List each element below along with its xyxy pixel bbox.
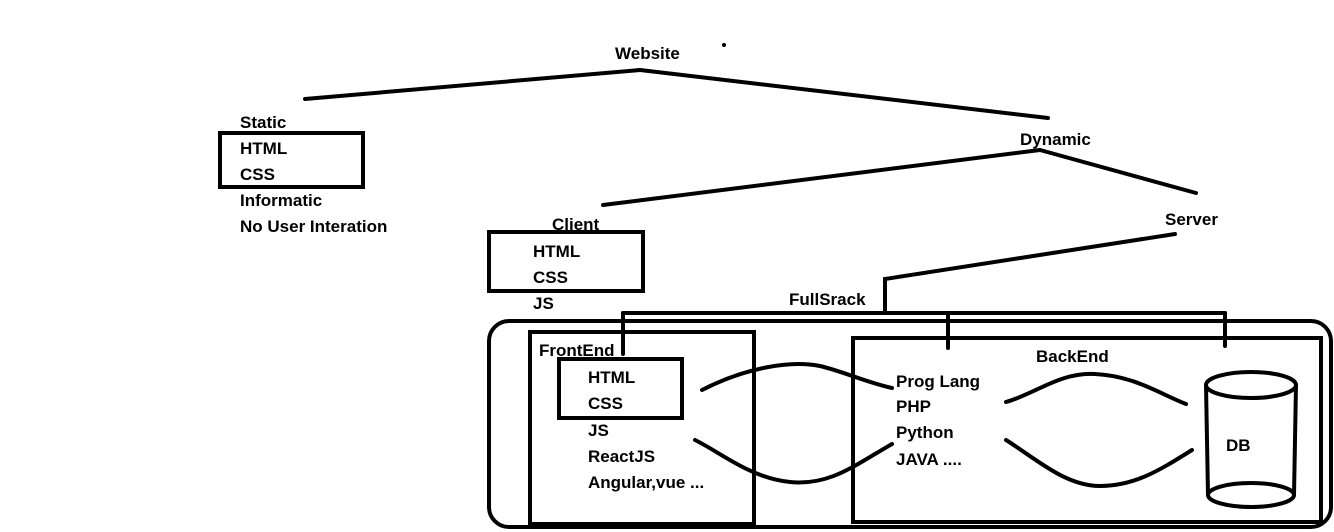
client-label: Client [552,215,600,234]
backend-php: PHP [896,397,931,416]
backend-java: JAVA .... [896,450,962,469]
static-css: CSS [240,165,275,184]
db-label: DB [1226,436,1251,455]
static-label: Static [240,113,287,132]
static-html: HTML [240,139,288,158]
client-html: HTML [533,242,581,261]
connector-frontend-backend-bottom [693,438,894,485]
client-box [487,230,645,293]
edge-website-static [303,68,642,101]
db-cylinder-top [1204,370,1298,400]
frontend-reactjs: ReactJS [588,447,656,466]
backend-prog-lang: Prog Lang [896,372,981,391]
frontend-angular-vue: Angular,vue ... [588,473,705,492]
static-note-no-user-interaction: No User Interation [240,217,388,236]
dynamic-label: Dynamic [1020,130,1091,149]
static-box [218,131,365,189]
backend-python: Python [896,423,954,442]
backend-label: BackEnd [1036,347,1109,366]
frontend-box [528,330,756,526]
connector-frontend-backend-top [700,362,894,392]
connector-backend-db-top [1004,371,1188,406]
fullstack-container [487,319,1333,529]
website-label: Website [615,44,680,63]
frontend-inner-box [557,357,684,420]
frontend-html: HTML [588,368,636,387]
edge-website-dynamic [638,68,1050,120]
db-cylinder-body [1204,383,1298,497]
edge-server-fullstack [883,232,1177,315]
frontend-js: JS [588,421,609,440]
frontend-css: CSS [588,394,623,413]
edge-dynamic-client [601,148,1042,207]
frontend-label: FrontEnd [539,341,615,360]
connector-backend-db-bottom [1004,438,1194,489]
backend-box [851,336,1323,524]
static-note-informatic: Informatic [240,191,323,210]
client-css: CSS [533,268,568,287]
edge-dynamic-server [1038,148,1198,195]
server-label: Server [1165,210,1218,229]
fullstack-label: FullSrack [789,290,866,309]
stray-dot [722,43,726,47]
db-cylinder-bottom [1206,481,1296,509]
client-js: JS [533,294,554,313]
